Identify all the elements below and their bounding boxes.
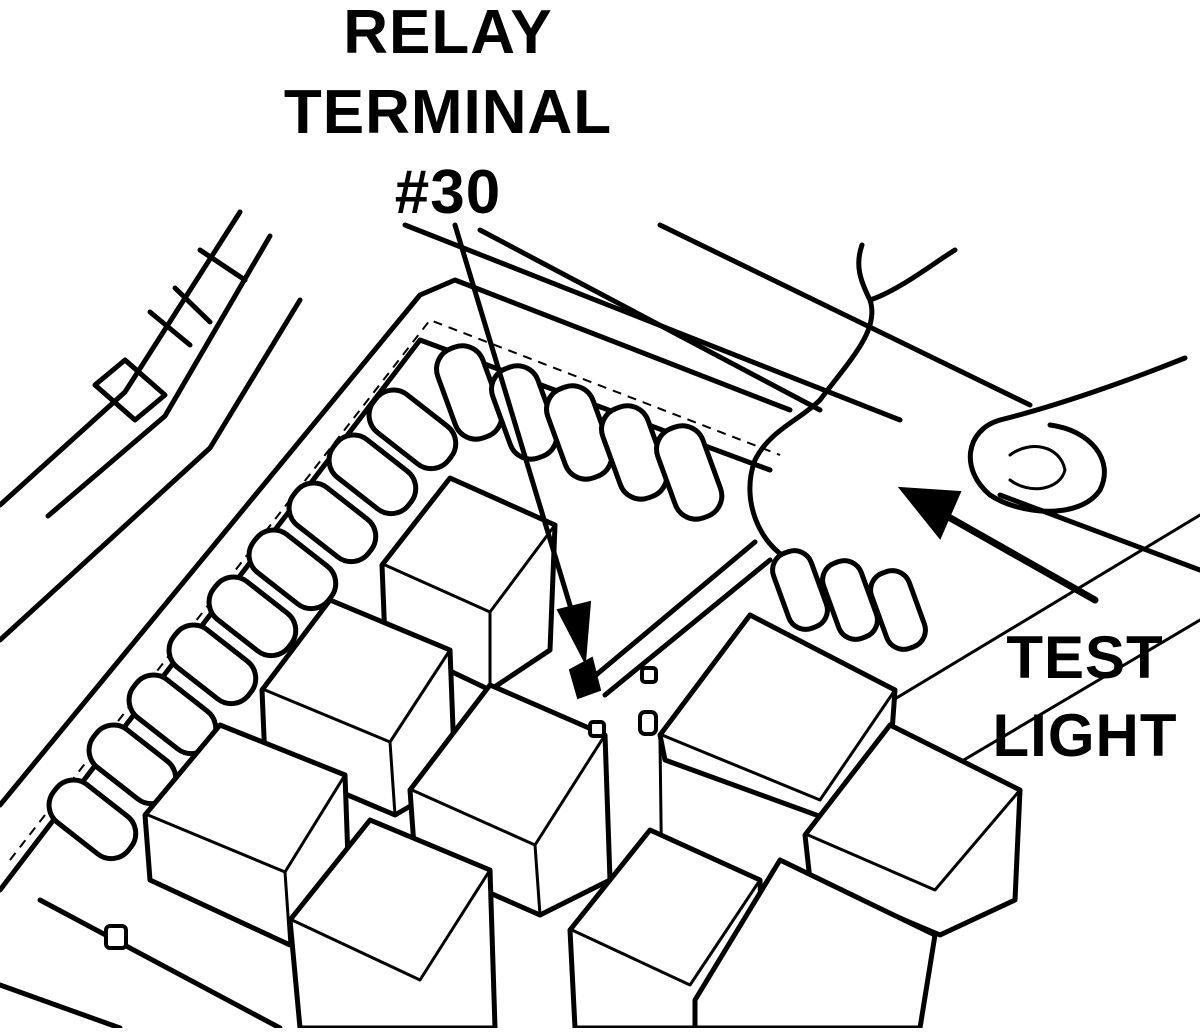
- fuse-row-left: [46, 387, 459, 862]
- wiring-harness: [0, 209, 303, 643]
- relay: [692, 857, 938, 1031]
- relay-terminal-callout: RELAY TERMINAL #30: [268, 2, 628, 242]
- test-light-callout: TEST LIGHT: [985, 628, 1185, 784]
- fuse-row-top: [434, 343, 928, 652]
- relay-box-housing: [0, 222, 1200, 1031]
- relay: [802, 722, 1023, 938]
- arrow-icon: [452, 222, 592, 666]
- callout-line: #30: [394, 158, 502, 227]
- terminal-tabs: [104, 666, 658, 950]
- relay-cubes: [142, 475, 1023, 1031]
- callout-line: LIGHT: [992, 702, 1178, 769]
- hand: [747, 242, 1200, 573]
- callout-line: TEST: [1006, 624, 1164, 691]
- relay: [287, 817, 498, 1031]
- callout-line: RELAY: [343, 0, 553, 67]
- callout-line: TERMINAL: [283, 78, 613, 147]
- arrow-icon: [897, 486, 1099, 604]
- test-light-probe: [568, 539, 773, 700]
